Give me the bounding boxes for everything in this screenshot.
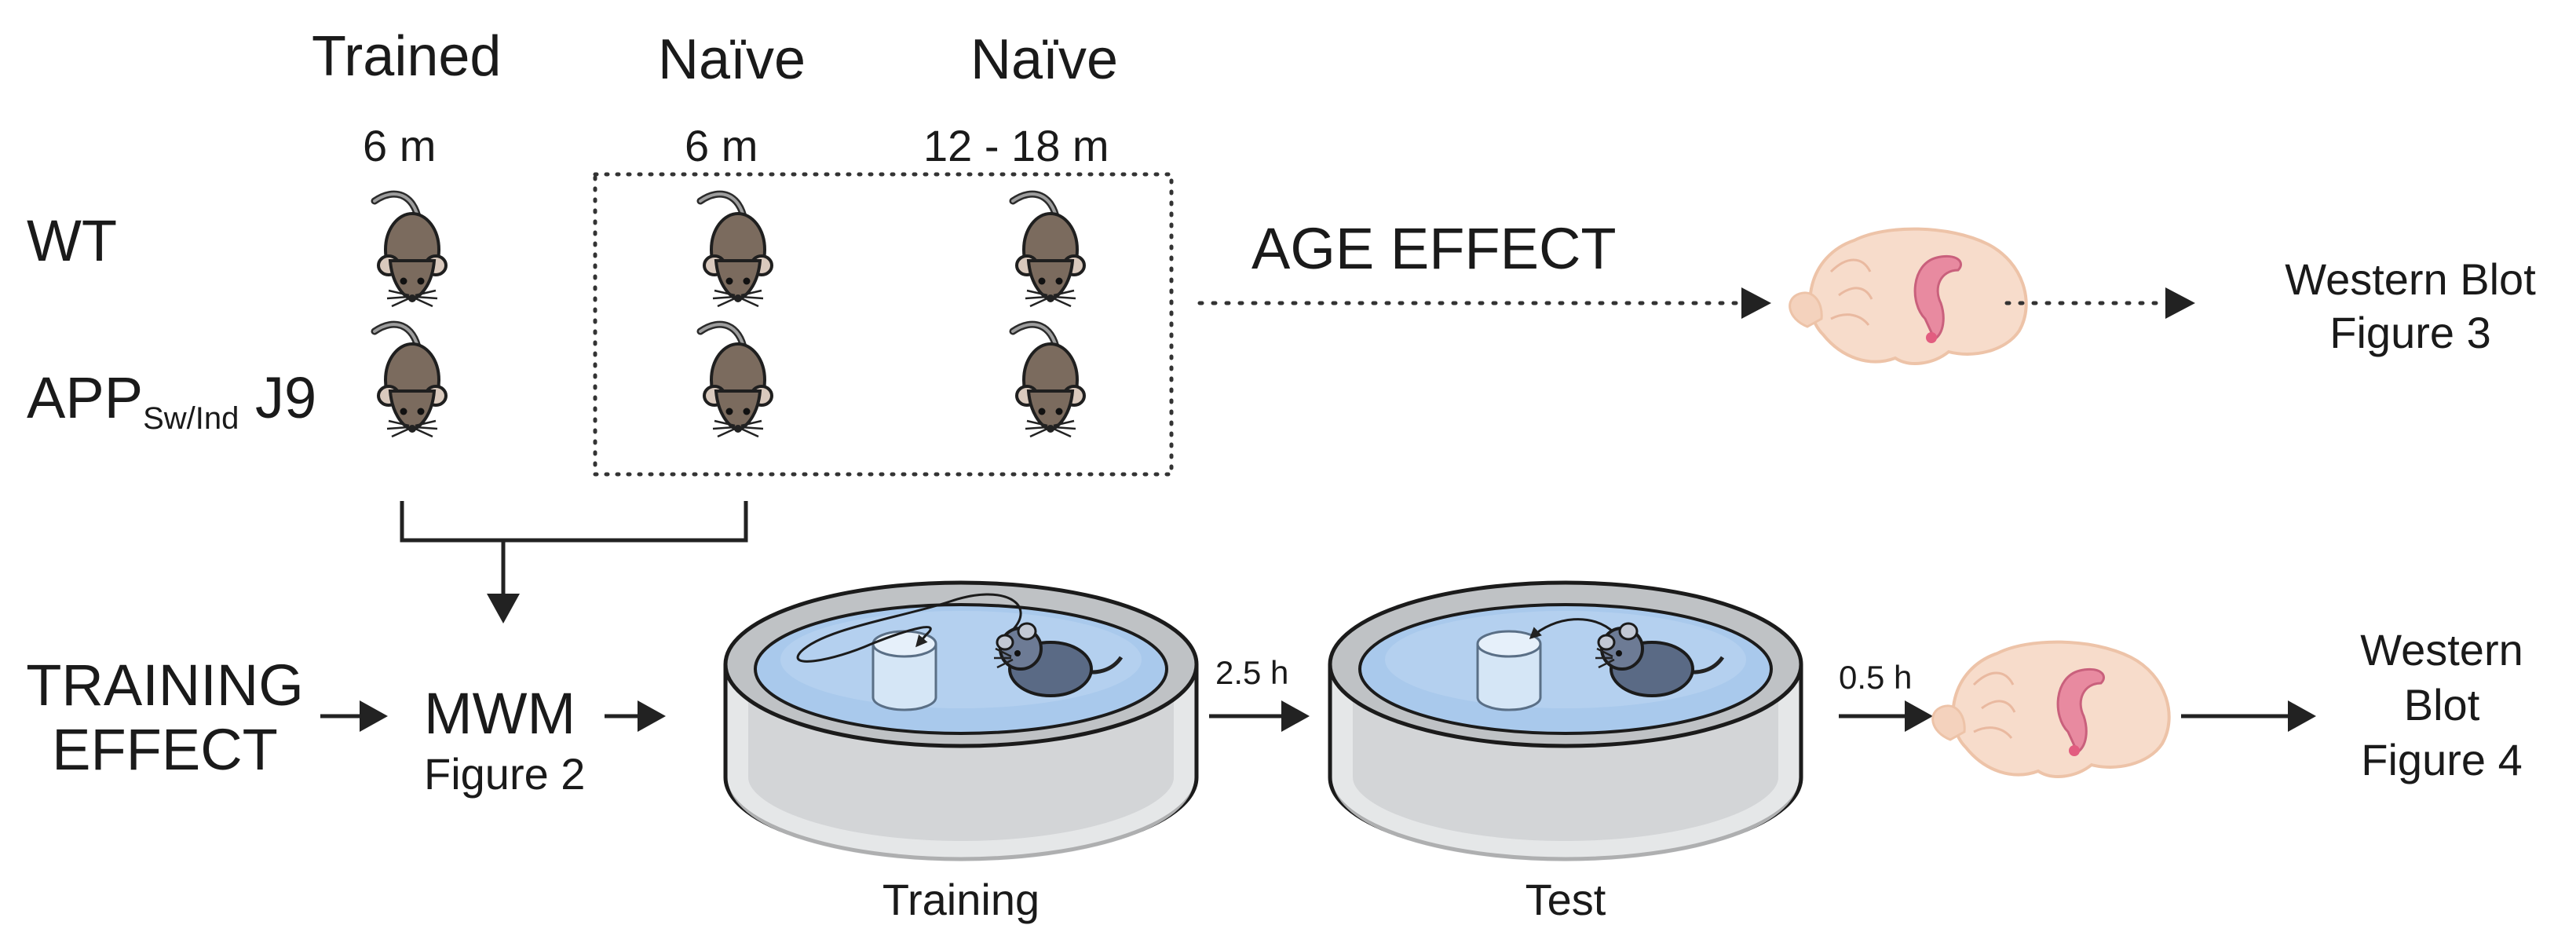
- mwm-figure: Figure 2: [424, 749, 586, 799]
- training-effect-line1: TRAINING: [26, 653, 304, 718]
- age-effect-label: AGE EFFECT: [1251, 216, 1617, 281]
- age-trained: 6 m: [363, 121, 437, 170]
- arrow-icon: [1905, 700, 1933, 732]
- mwm-label: MWM: [424, 681, 576, 746]
- delay-training-test: 2.5 h: [1215, 654, 1289, 691]
- naive-groups-box: [593, 172, 1174, 477]
- training-effect-line2: EFFECT: [52, 717, 278, 782]
- arrow-icon: [487, 594, 520, 623]
- training-result-line2: Blot: [2403, 680, 2480, 729]
- training-result-line3: Figure 4: [2361, 735, 2523, 784]
- mouse-icon: [375, 324, 446, 437]
- mouse-icon: [1013, 324, 1084, 437]
- bracket-line: [400, 501, 748, 543]
- mouse-icon: [1013, 194, 1084, 306]
- age-result-line2: Figure 3: [2329, 308, 2491, 357]
- test-pool-label: Test: [1525, 875, 1606, 924]
- arrow-icon: [638, 700, 666, 732]
- water-maze-icon: [723, 580, 1199, 861]
- delay-test-tissue: 0.5 h: [1839, 659, 1913, 696]
- mouse-icon: [700, 194, 772, 306]
- header-naive-old: Naïve: [970, 28, 1119, 91]
- arrow-icon: [2165, 287, 2195, 319]
- arrow-icon: [360, 700, 388, 732]
- arrow-icon: [1281, 700, 1310, 732]
- mouse-icon: [375, 194, 446, 306]
- mouse-icon: [700, 324, 772, 437]
- age-naive-young: 6 m: [685, 121, 758, 170]
- header-naive-young: Naïve: [658, 28, 806, 91]
- genotype-app: APPSw/Ind J9: [27, 365, 317, 436]
- training-pool-label: Training: [882, 875, 1040, 924]
- water-maze-icon: [1328, 580, 1803, 861]
- brain-icon: [1788, 227, 2028, 365]
- brain-icon: [1931, 640, 2171, 778]
- header-trained: Trained: [312, 25, 502, 88]
- arrow-icon: [1741, 287, 1771, 319]
- age-naive-old: 12 - 18 m: [923, 121, 1109, 170]
- training-result-line1: Western: [2360, 625, 2523, 675]
- age-result-line1: Western Blot: [2285, 254, 2536, 304]
- arrow-icon: [2288, 700, 2316, 732]
- genotype-wt: WT: [27, 208, 118, 273]
